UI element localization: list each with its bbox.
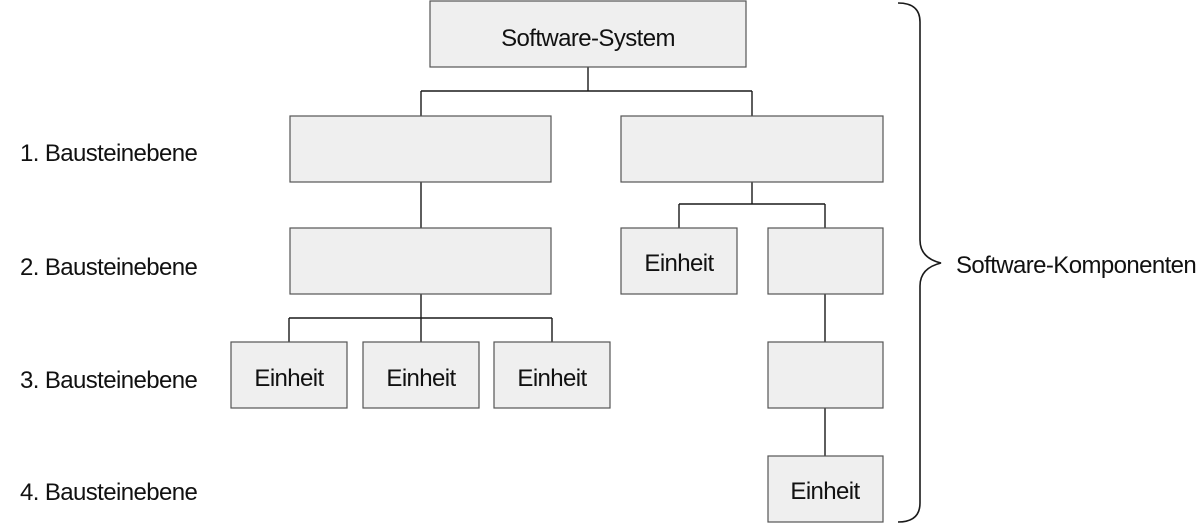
l3-unit-label-3: Einheit bbox=[517, 365, 587, 392]
l2-component-left bbox=[289, 227, 552, 295]
level-label-4: 4. Bausteinebene bbox=[20, 479, 197, 506]
l1-component-left bbox=[289, 115, 552, 183]
root-label: Software-System bbox=[501, 25, 675, 52]
curly-brace bbox=[897, 2, 942, 523]
l3-unit-box-2 bbox=[362, 341, 480, 409]
l3-unit-box-1 bbox=[230, 341, 348, 409]
level-label-2: 2. Bausteinebene bbox=[20, 254, 197, 281]
root-box bbox=[429, 0, 747, 68]
level-label-3: 3. Bausteinebene bbox=[20, 367, 197, 394]
level-label-1: 1. Bausteinebene bbox=[20, 140, 197, 167]
l3-component-right bbox=[767, 341, 884, 409]
l3-unit-label-1: Einheit bbox=[254, 365, 324, 392]
l1-component-right bbox=[620, 115, 884, 183]
connector-lines bbox=[288, 67, 826, 456]
l2-component-right bbox=[767, 227, 884, 295]
l2-unit-label: Einheit bbox=[644, 250, 714, 277]
l2-unit-box bbox=[620, 227, 738, 295]
brace-label: Software-Komponenten bbox=[956, 252, 1196, 279]
l3-unit-box-3 bbox=[493, 341, 611, 409]
l3-unit-label-2: Einheit bbox=[386, 365, 456, 392]
l4-unit-label: Einheit bbox=[790, 478, 860, 505]
l4-unit-box bbox=[767, 455, 884, 523]
